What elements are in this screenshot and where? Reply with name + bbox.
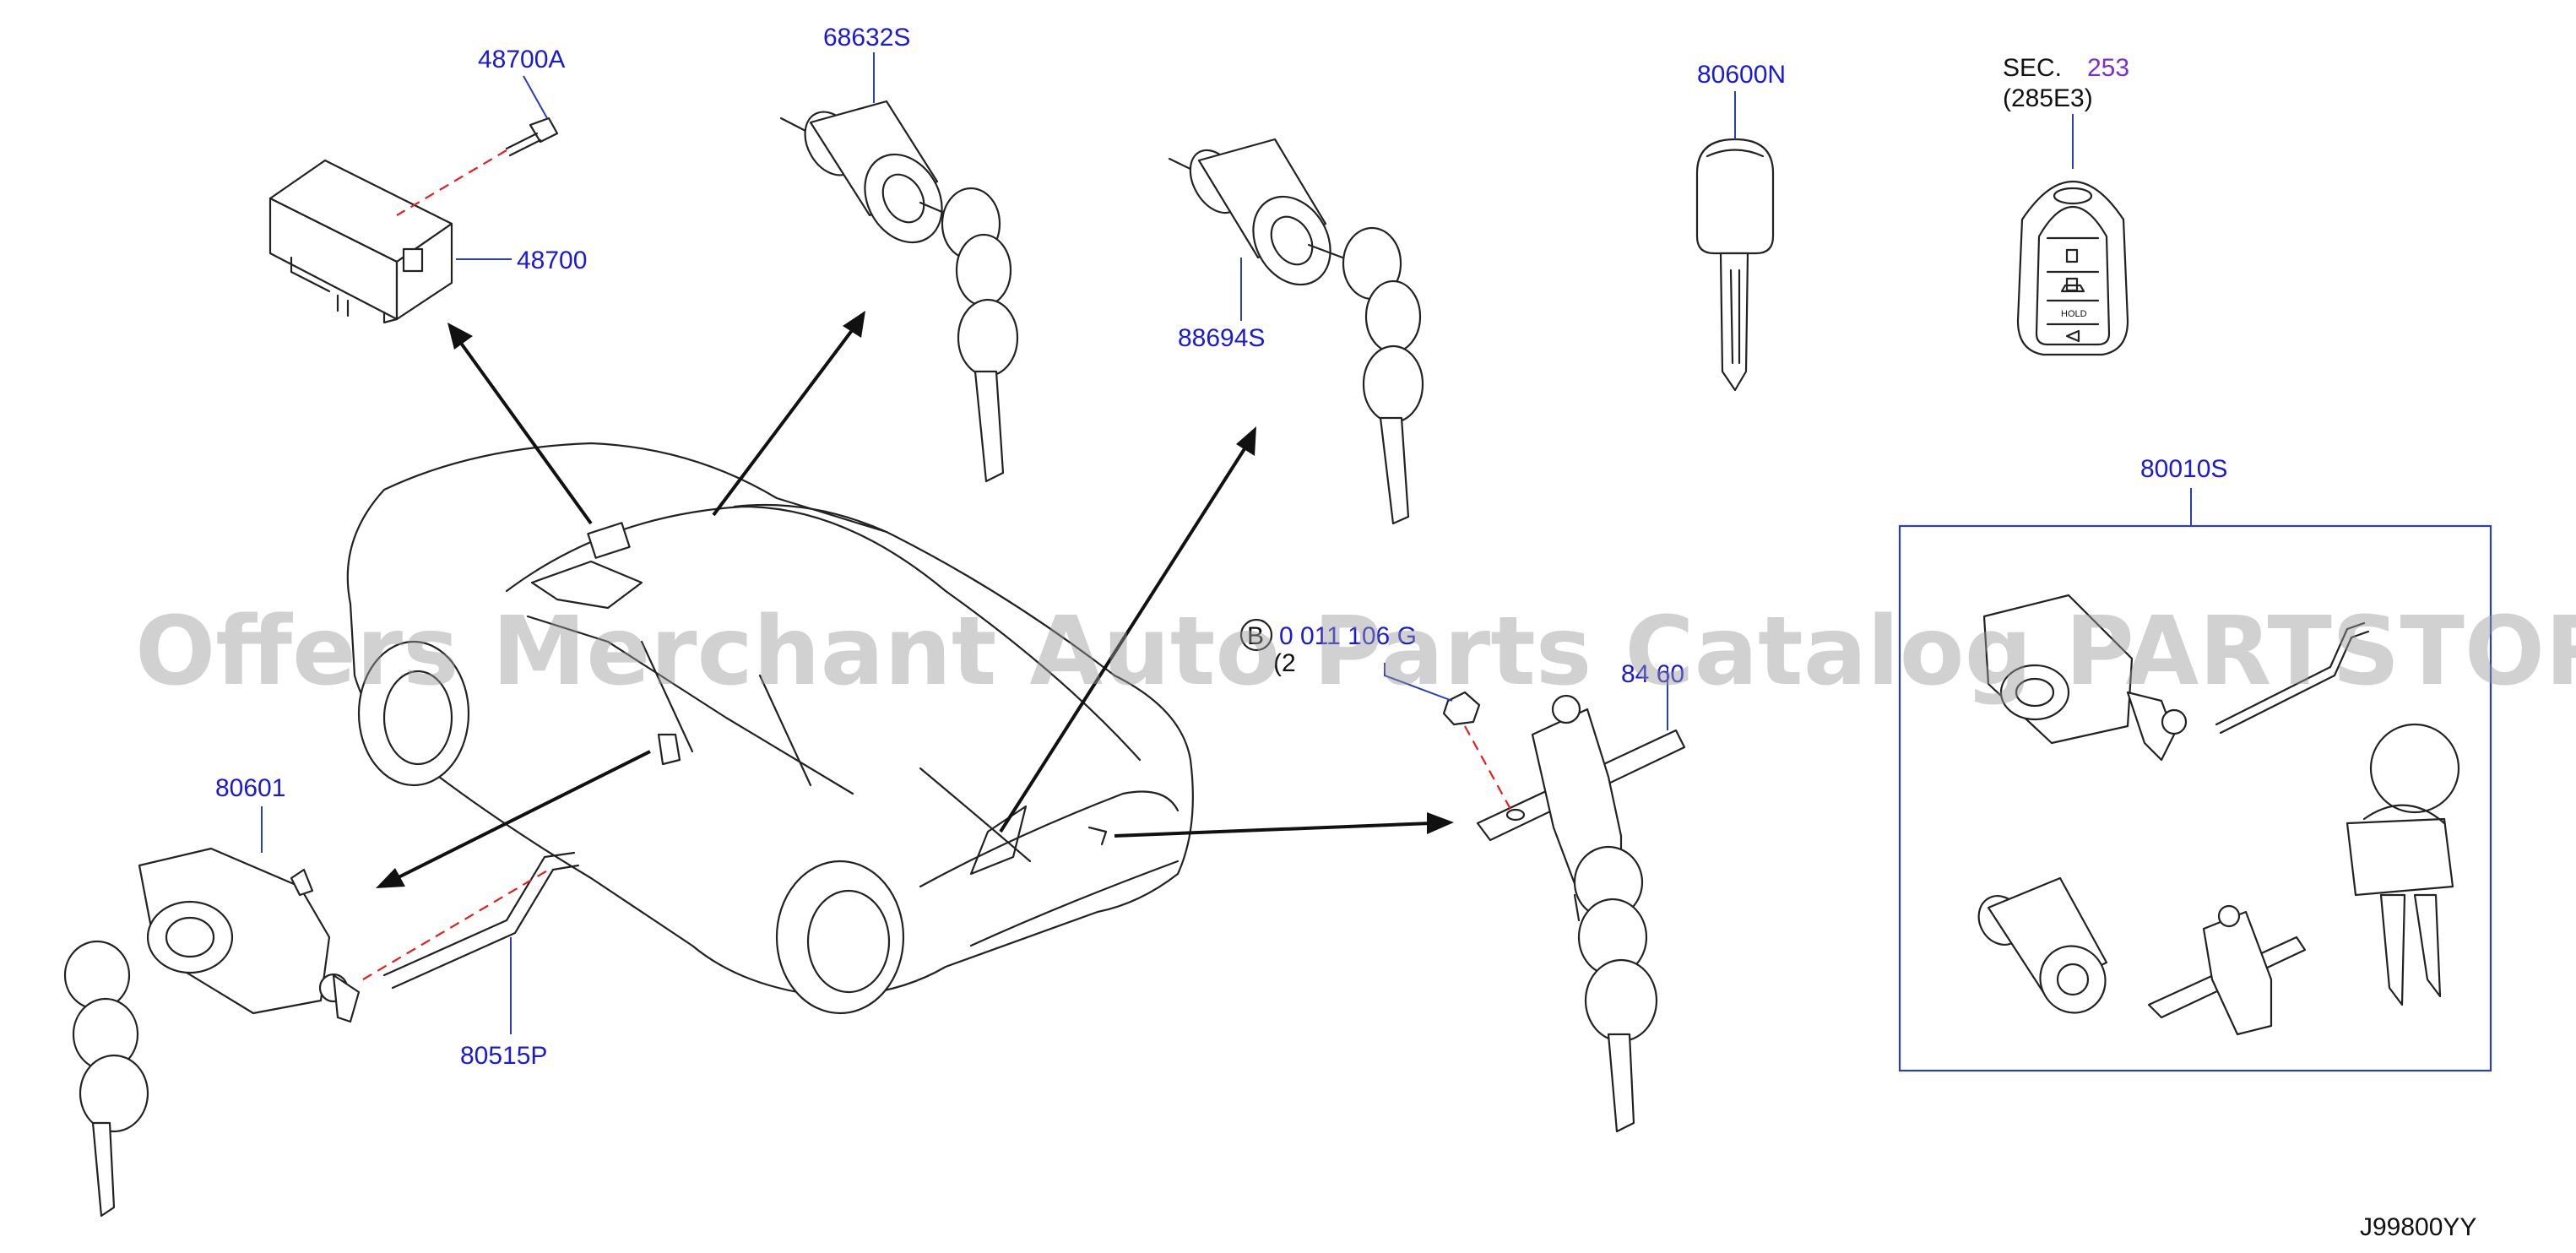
label-68632S: 68632S [823,24,910,52]
label-80515P: 80515P [460,1042,547,1070]
lock-cylinder-68632S[interactable] [779,100,1019,483]
label-88694S: 88694S [1178,324,1265,352]
fob-hold-label: HOLD [2061,309,2087,319]
smart-key-fob[interactable]: HOLD [2016,180,2129,356]
watermark: Offers Merchant Auto Parts Catalog PARTS… [135,597,2576,707]
label-84660-partial: 84 60 [1621,660,1684,688]
diagram-code: J99800YY [2360,1213,2476,1241]
lock-cylinder-88694S[interactable] [1168,138,1424,525]
key-80600N[interactable] [1695,138,1775,392]
label-bolt-partial: 0 011 106 G [1279,622,1417,650]
kit-80010S-contents [1977,594,2460,1036]
door-lock-80601[interactable] [63,847,361,1218]
bolt-marker: B [1247,622,1264,650]
control-unit-48700[interactable] [268,159,453,324]
label-80010S: 80010S [2140,455,2227,483]
label-sec: SEC. [2003,54,2062,82]
label-48700: 48700 [517,247,587,274]
kit-80010S-box[interactable] [1898,524,2492,1072]
nut-bolt[interactable] [1442,691,1481,726]
label-sec-number: 253 [2087,54,2129,82]
label-bolt-paren: (2 [1273,649,1296,677]
bolt-48700A[interactable] [505,117,559,157]
label-48700A: 48700A [478,46,565,73]
bolt-marker-circle [1239,618,1273,652]
callout-arrows [376,311,1454,888]
vehicle-outline [346,442,1194,1015]
rod-80515P[interactable] [382,851,580,990]
label-80601: 80601 [215,774,285,802]
label-80600N: 80600N [1697,61,1786,89]
label-sec-ref: (285E3) [2003,84,2093,112]
trunk-lock-84660[interactable] [1476,694,1686,1133]
